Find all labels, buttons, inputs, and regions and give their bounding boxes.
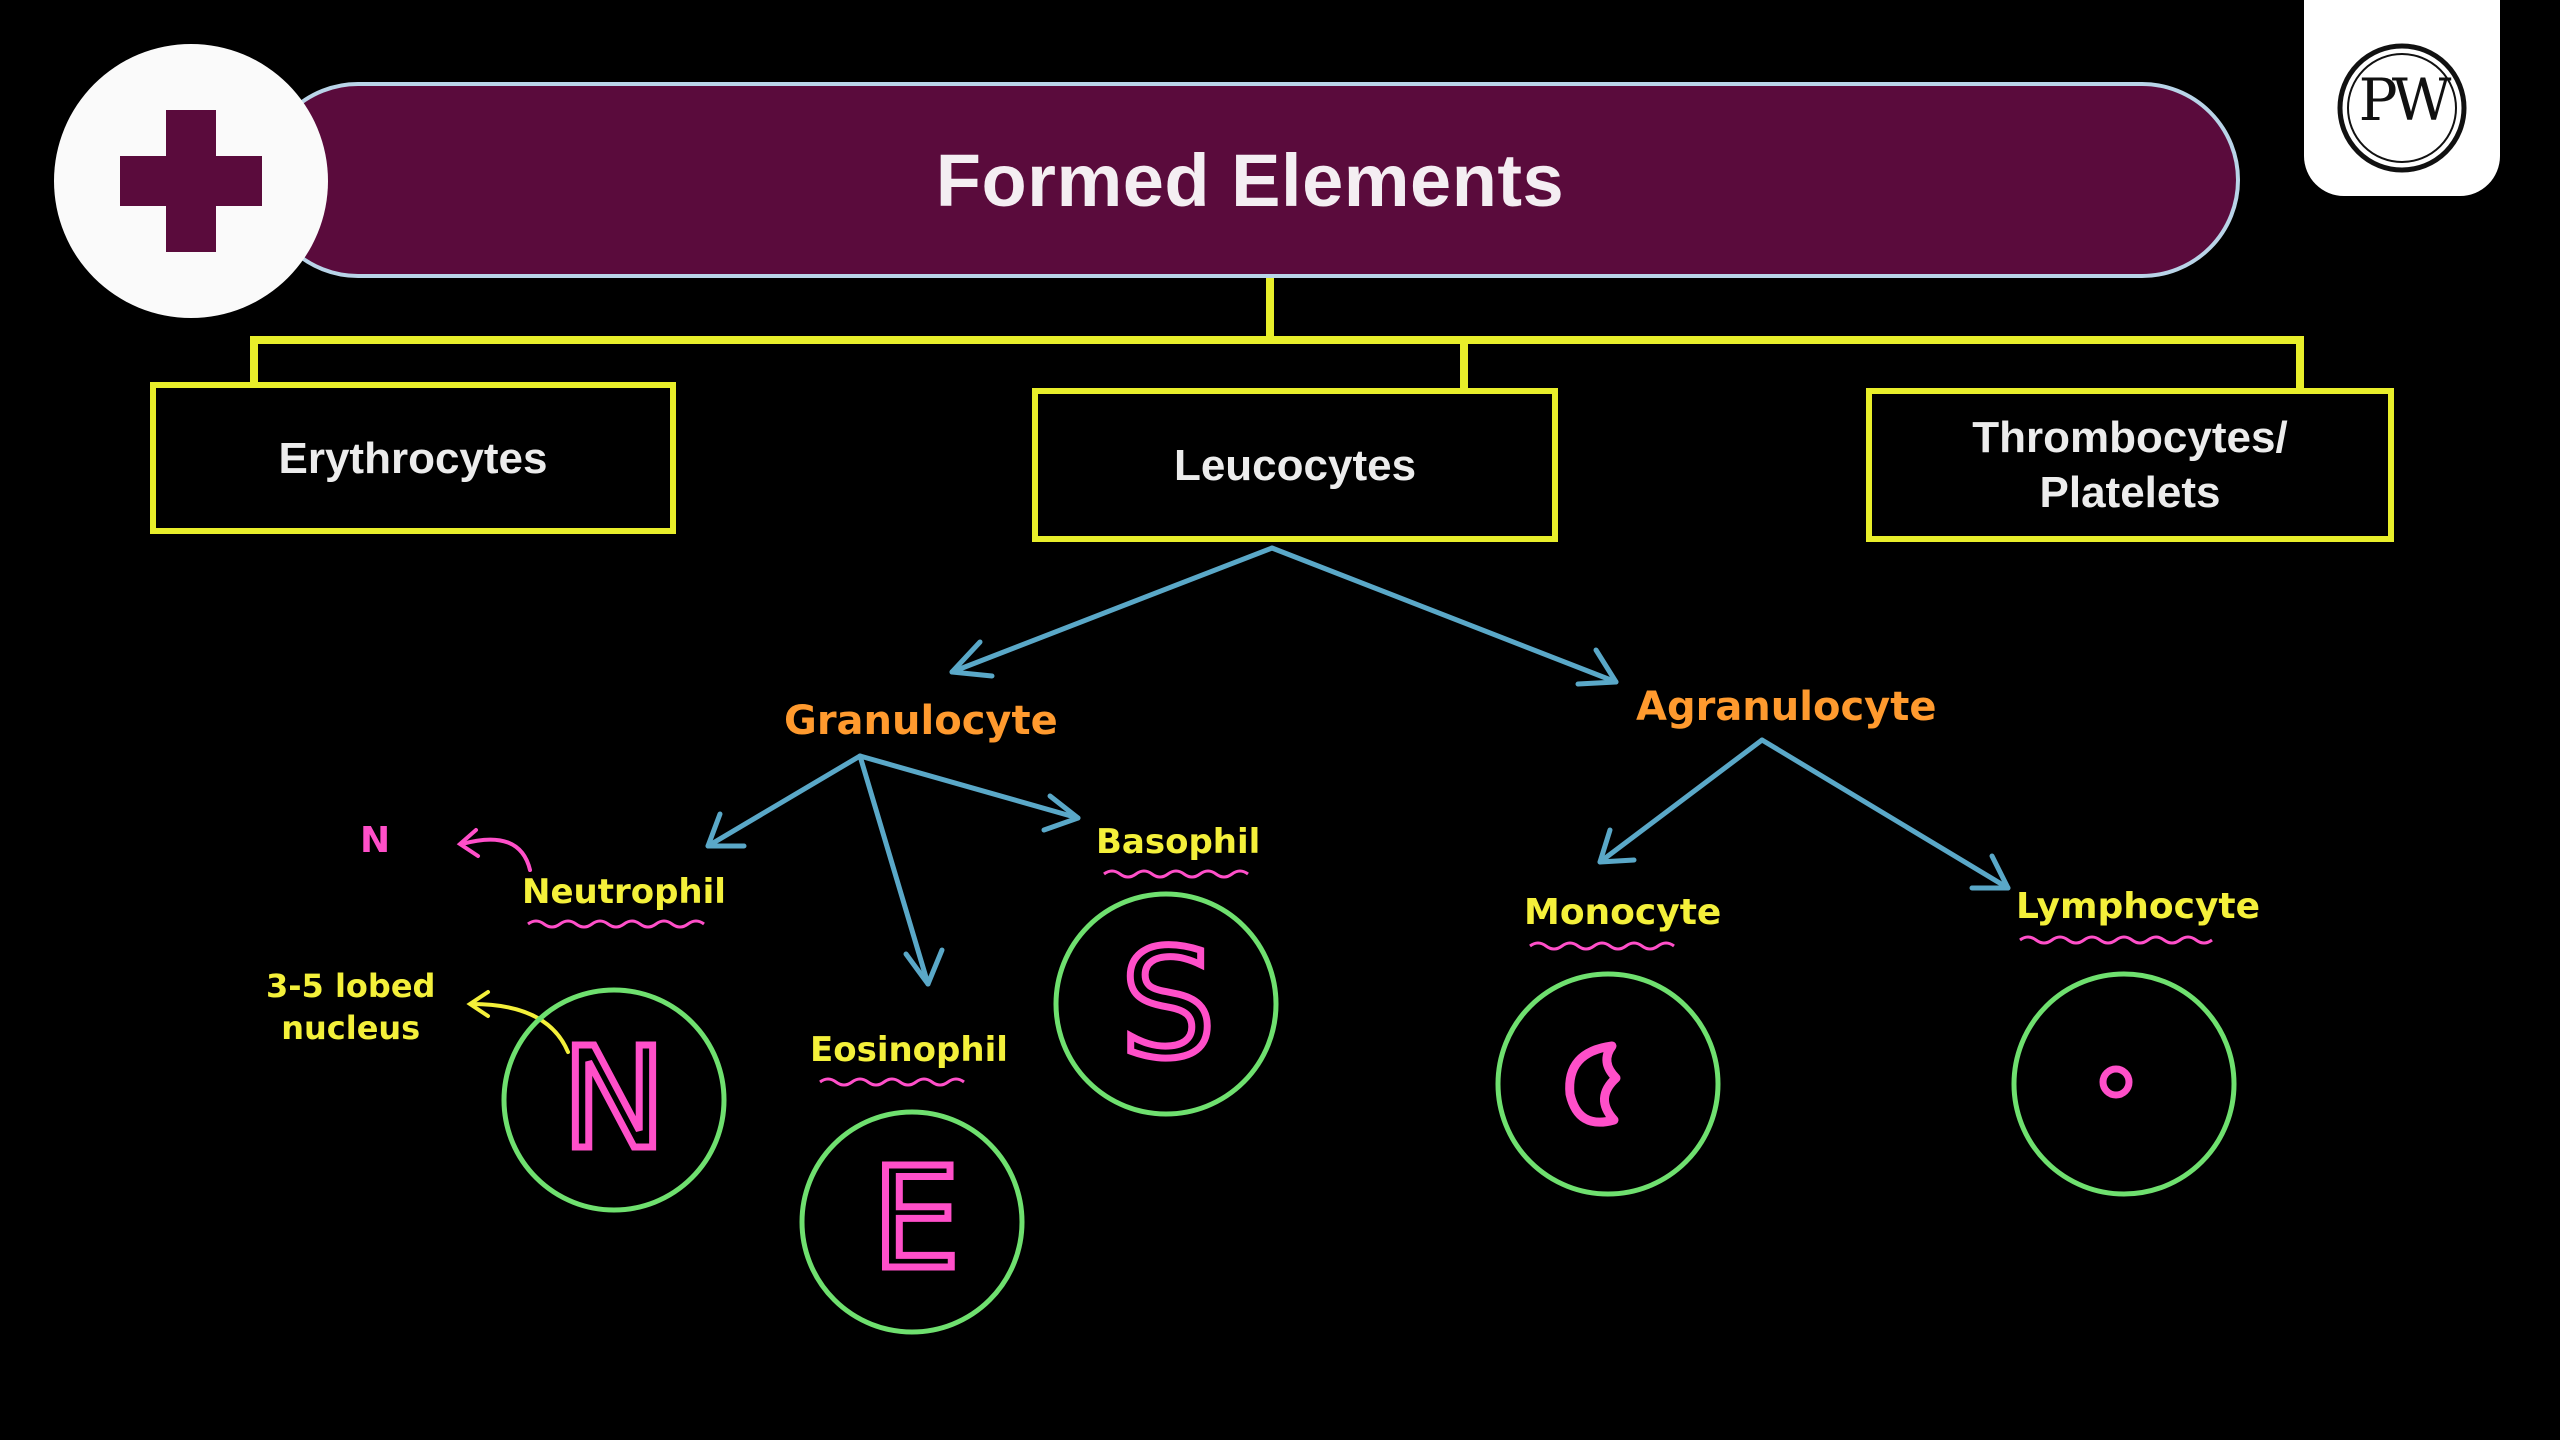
- eosinophil-cell: [799, 1109, 1025, 1335]
- eosinophil-label: Eosinophil: [810, 1030, 1008, 1070]
- basophil-nucleus: S: [1117, 918, 1219, 1092]
- lobed-note-line1: 3-5 lobed: [266, 967, 436, 1005]
- label-underlines: [527, 869, 2213, 1087]
- thrombocytes-box: Thrombocytes/ Platelets: [1866, 388, 2394, 542]
- erythrocytes-box: Erythrocytes: [150, 382, 676, 534]
- neutrophil-n-arrow: [456, 828, 532, 872]
- agranulocyte-label: Agranulocyte: [1636, 684, 1937, 730]
- thrombocytes-label-line1: Thrombocytes/: [1972, 413, 2288, 462]
- leucocytes-box: Leucocytes: [1032, 388, 1558, 542]
- basophil-label: Basophil: [1096, 822, 1261, 862]
- lymphocyte-label: Lymphocyte: [2016, 886, 2261, 927]
- lobed-nucleus-arrow: [466, 990, 570, 1054]
- lymphocyte-cell: [2011, 971, 2237, 1197]
- eosinophil-nucleus: E: [868, 1138, 963, 1301]
- lobed-note-line2: nucleus: [281, 1008, 421, 1047]
- pw-logo-icon: [2337, 43, 2467, 173]
- leucocytes-label: Leucocytes: [1173, 440, 1417, 490]
- thrombocytes-label-line2: Platelets: [2039, 468, 2221, 517]
- erythrocytes-label: Erythrocytes: [278, 433, 548, 483]
- logo-text: PW: [2358, 66, 2452, 134]
- cross-icon: [120, 110, 262, 252]
- neutrophil-cell: [501, 987, 727, 1213]
- title-banner: Formed Elements: [260, 82, 2240, 278]
- monocyte-cell: [1495, 971, 1721, 1197]
- page-title: Formed Elements: [935, 138, 1565, 222]
- category-connector: [250, 278, 2304, 390]
- n-annotation: N: [360, 820, 391, 861]
- pw-logo: PW: [2304, 0, 2500, 196]
- lobed-nucleus-note: 3-5 lobed nucleus: [266, 966, 435, 1049]
- granulocyte-label: Granulocyte: [784, 698, 1058, 744]
- monocyte-nucleus: [1565, 1041, 1621, 1127]
- basophil-cell: [1053, 891, 1279, 1117]
- lymphocyte-nucleus: [2099, 1065, 2133, 1099]
- neutrophil-nucleus: N: [558, 1018, 670, 1181]
- cell-membranes: [501, 891, 2237, 1335]
- medical-cross-icon: [54, 44, 328, 318]
- classification-arrows: [705, 545, 2011, 987]
- neutrophil-label: Neutrophil: [522, 872, 726, 912]
- monocyte-label: Monocyte: [1524, 892, 1722, 933]
